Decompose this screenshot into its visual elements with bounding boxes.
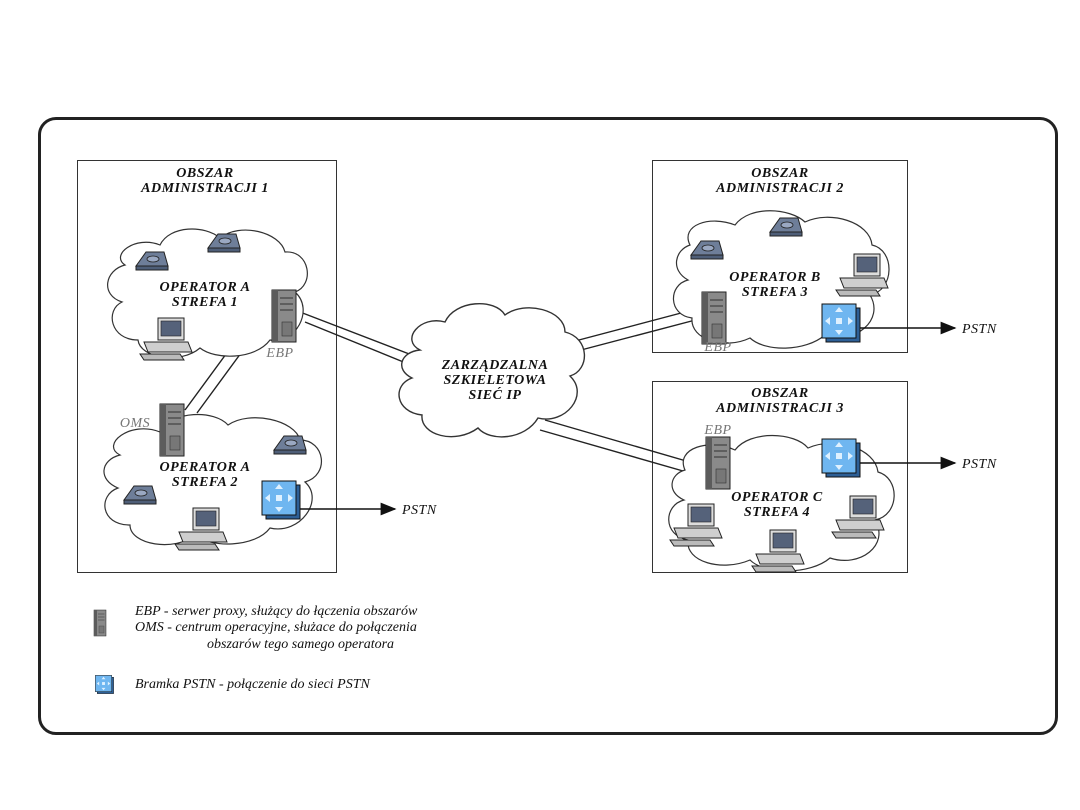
cloud-label-line: SZKIELETOWA bbox=[443, 373, 547, 388]
backbone-label: ZARZĄDZALNA SZKIELETOWA SIEĆ IP bbox=[420, 358, 570, 403]
cloud-label-line: SIEĆ IP bbox=[468, 388, 522, 403]
legend-server-icon bbox=[93, 609, 107, 637]
cloud-b3-label: OPERATOR B STREFA 3 bbox=[710, 270, 840, 300]
cloud-label-line: STREFA 4 bbox=[743, 505, 811, 520]
cloud-label-line: ZARZĄDZALNA bbox=[441, 358, 549, 373]
oms-label: OMS bbox=[119, 416, 151, 431]
legend-gateway-icon bbox=[95, 675, 114, 694]
area-title-line: ADMINISTRACJI 1 bbox=[141, 181, 269, 196]
pstn-gateway-icon bbox=[821, 438, 861, 478]
cloud-label-line: OPERATOR C bbox=[731, 490, 823, 505]
cloud-c4-label: OPERATOR C STREFA 4 bbox=[712, 490, 842, 520]
pstn-gateway-icon bbox=[821, 303, 861, 343]
link-backbone-ebp3 bbox=[539, 419, 701, 476]
legend-line: EBP - serwer proxy, służący do łączenia … bbox=[135, 604, 418, 619]
area-2-title: OBSZAR ADMINISTRACJI 2 bbox=[695, 166, 865, 196]
pstn-label: PSTN bbox=[962, 322, 997, 337]
cloud-backbone bbox=[398, 303, 586, 438]
cloud-label-line: STREFA 3 bbox=[741, 285, 809, 300]
area-title-line: ADMINISTRACJI 3 bbox=[716, 401, 844, 416]
cloud-a2-label: OPERATOR A STREFA 2 bbox=[140, 460, 270, 490]
ebp-label: EBP bbox=[704, 423, 732, 438]
pstn-label: PSTN bbox=[402, 503, 437, 518]
cloud-label-line: STREFA 2 bbox=[171, 475, 239, 490]
pstn-label: PSTN bbox=[962, 457, 997, 472]
area-3-title: OBSZAR ADMINISTRACJI 3 bbox=[695, 386, 865, 416]
server-icon bbox=[705, 436, 731, 490]
cloud-label-line: OPERATOR B bbox=[729, 270, 821, 285]
cloud-label-line: STREFA 1 bbox=[171, 295, 239, 310]
legend-line: OMS - centrum operacyjne, służace do poł… bbox=[135, 620, 417, 635]
cloud-label-line: OPERATOR A bbox=[159, 460, 251, 475]
ebp-label: EBP bbox=[704, 340, 732, 355]
server-icon bbox=[271, 289, 297, 343]
legend-line: obszarów tego samego operatora bbox=[207, 637, 395, 652]
cloud-label-line: OPERATOR A bbox=[159, 280, 251, 295]
area-title-line: ADMINISTRACJI 2 bbox=[716, 181, 844, 196]
link-backbone-ebp2 bbox=[559, 307, 704, 356]
area-1-title: OBSZAR ADMINISTRACJI 1 bbox=[120, 166, 290, 196]
legend-line: Bramka PSTN - połączenie do sieci PSTN bbox=[135, 677, 370, 692]
ebp-label: EBP bbox=[266, 346, 294, 361]
server-icon bbox=[159, 403, 185, 457]
area-title-line: OBSZAR bbox=[751, 166, 809, 181]
area-title-line: OBSZAR bbox=[751, 386, 809, 401]
area-title-line: OBSZAR bbox=[176, 166, 234, 181]
cloud-a1-label: OPERATOR A STREFA 1 bbox=[140, 280, 270, 310]
diagram-frame bbox=[38, 117, 1058, 735]
